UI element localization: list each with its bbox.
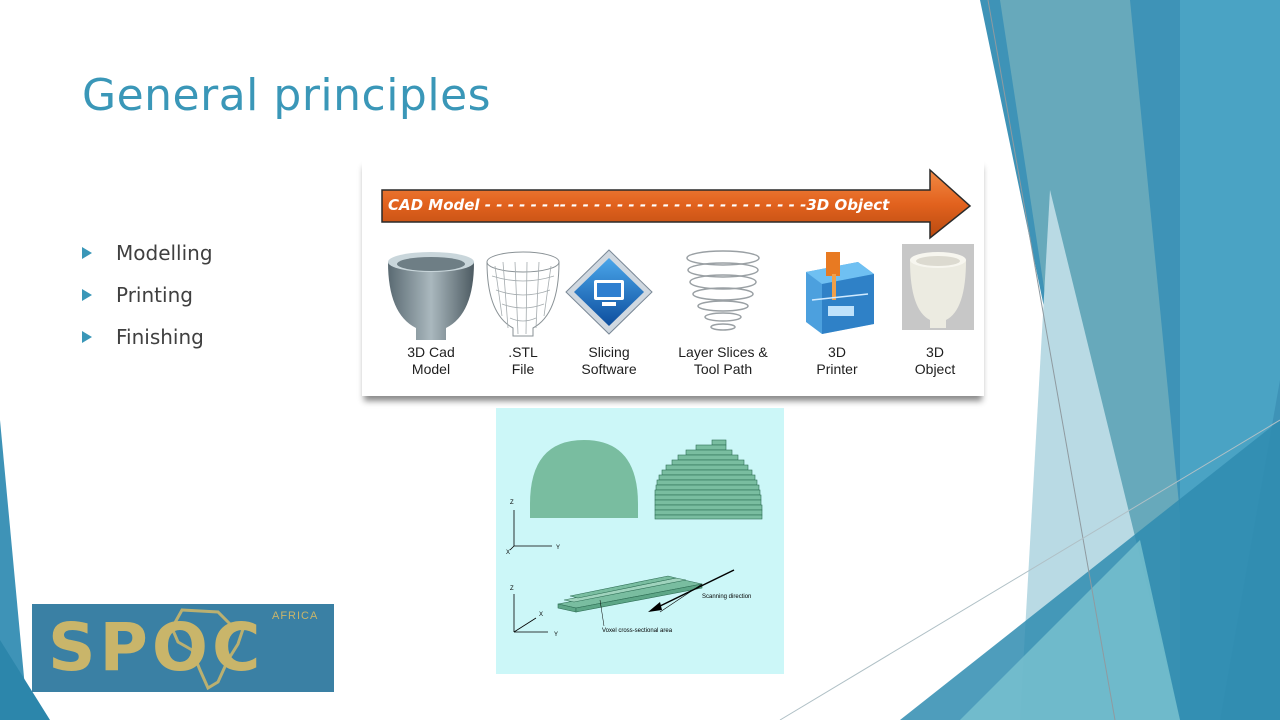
- axes-top-icon: [509, 510, 552, 551]
- bullet-text: Finishing: [116, 325, 204, 349]
- bullet-text: Printing: [116, 283, 193, 307]
- axis-label-y: Y: [556, 545, 560, 551]
- process-step: 3D Object: [880, 244, 990, 384]
- bullet-list: Modelling Printing Finishing: [82, 232, 213, 358]
- scanning-direction-arrow: [655, 569, 735, 609]
- scanning-direction-label: Scanning direction: [702, 594, 751, 600]
- process-steps: 3D Cad Model .STL File: [376, 244, 974, 384]
- axis-label-z-2: Z: [510, 586, 514, 592]
- process-step: 3D Cad Model: [376, 244, 486, 384]
- facet-line: [987, 0, 1116, 720]
- step-label: Layer Slices & Tool Path: [678, 344, 768, 377]
- process-step: 3D Printer: [782, 244, 892, 384]
- bullet-arrow-icon: [82, 247, 92, 259]
- scan-slab-shape: [557, 575, 703, 613]
- layer-slices-icon: [686, 250, 760, 331]
- axis-label-x-2: X: [539, 612, 543, 618]
- spoc-africa-logo: SPOC AFRICA: [32, 604, 334, 692]
- facet-left: [0, 420, 28, 720]
- step-label: Slicing Software: [581, 344, 637, 377]
- logo-text: SPOC: [48, 609, 265, 686]
- voxel-diagram: Z X Y Scanning direction Voxel cross-sec…: [506, 439, 763, 638]
- facet-bottom-teal: [960, 540, 1180, 720]
- facet-line-2: [779, 419, 1280, 720]
- bullet-item: Modelling: [82, 232, 213, 274]
- printed-object-icon: [902, 244, 974, 330]
- logo-subtext: AFRICA: [272, 610, 319, 622]
- facet-left-corner: [0, 640, 50, 720]
- bullet-arrow-icon: [82, 331, 92, 343]
- axis-label-y-2: Y: [554, 632, 558, 638]
- africa-map-icon: [170, 608, 246, 691]
- solid-dome-shape: [530, 440, 638, 518]
- step-label: 3D Object: [914, 344, 956, 377]
- slide-title: General principles: [82, 70, 492, 121]
- 3d-printer-icon: [806, 252, 874, 334]
- process-step: Layer Slices & Tool Path: [668, 244, 778, 384]
- voxel-figure: Z X Y Scanning direction Voxel cross-sec…: [496, 408, 784, 674]
- bullet-item: Finishing: [82, 316, 213, 358]
- axis-label-x: X: [506, 550, 510, 556]
- facet-bottom-right: [900, 420, 1280, 720]
- bullet-text: Modelling: [116, 241, 213, 265]
- process-figure: CAD Model - - - - - - -- - - - - - - - -…: [362, 158, 984, 396]
- voxel-area-label: Voxel cross-sectional area: [602, 628, 673, 634]
- process-step: Slicing Software: [554, 244, 664, 384]
- cad-model-cup-icon: [388, 252, 474, 340]
- axes-bottom-icon: [513, 594, 548, 633]
- slicing-software-icon: [565, 249, 653, 335]
- stl-wireframe-icon: [486, 251, 560, 337]
- step-label: .STL File: [508, 344, 538, 377]
- bullet-arrow-icon: [82, 289, 92, 301]
- layered-dome-shape: [654, 439, 763, 520]
- process-step: .STL File: [468, 244, 578, 384]
- process-arrow-icon: [381, 168, 972, 240]
- bullet-item: Printing: [82, 274, 213, 316]
- step-label: 3D Cad Model: [407, 344, 455, 377]
- axis-label-z: Z: [510, 500, 514, 506]
- step-label: 3D Printer: [816, 344, 858, 377]
- process-arrow-label: CAD Model - - - - - - -- - - - - - - - -…: [388, 196, 890, 214]
